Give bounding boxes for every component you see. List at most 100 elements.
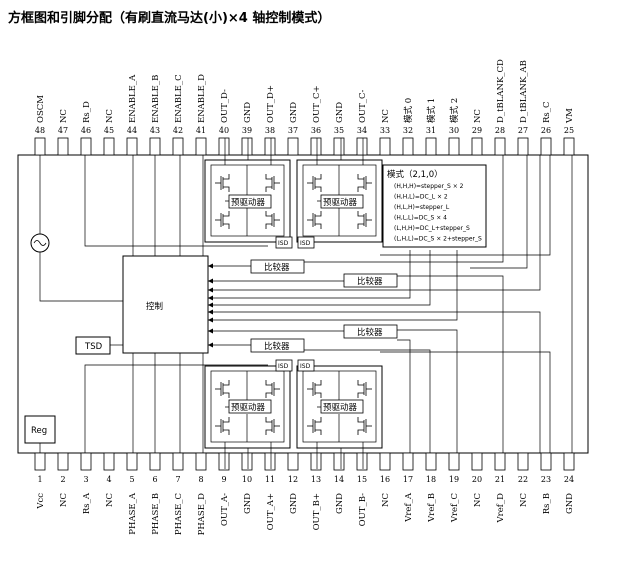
mosfet-symbol: [307, 380, 322, 398]
control-block: [122, 255, 209, 354]
pin-name: GND: [243, 493, 253, 514]
upper-bridge-c-outer: [296, 159, 383, 243]
pin-number: 23: [541, 475, 551, 484]
predriver-a-label: 预驱动器: [231, 402, 266, 413]
mosfet-symbol: [265, 380, 280, 398]
pin-number: 5: [129, 475, 134, 484]
pin-name: Vref_C: [450, 493, 460, 523]
diagram-title: 方框图和引脚分配（有刷直流马达(小)×4 轴控制模式）: [8, 10, 330, 26]
pin-number: 29: [472, 126, 482, 135]
pin-name: NC: [473, 109, 483, 123]
upper-bridge-d-inner: [210, 164, 285, 237]
pin-number: 2: [60, 475, 65, 484]
pin-number: 16: [380, 475, 390, 484]
pin-number: 47: [58, 126, 68, 135]
chip-body: [17, 154, 589, 454]
tsd-block: [75, 336, 111, 355]
pin-number: 7: [175, 475, 180, 484]
pin-number: 26: [541, 126, 551, 135]
pin-name: D_tBLANK_CD: [496, 59, 506, 123]
isd-upper-left: [275, 236, 293, 249]
mosfet-symbol: [307, 174, 322, 192]
pin-name: ENABLE_B: [151, 75, 161, 123]
mosfet-symbol: [357, 211, 372, 229]
pin-name: PHASE_D: [197, 493, 207, 536]
pin-lead: [103, 452, 115, 471]
isd-lower-left: [275, 359, 293, 372]
predriver-c: [320, 194, 364, 209]
pin-lead: [517, 452, 529, 471]
mosfet-symbol: [215, 211, 230, 229]
isd-upper-right-label: ISD: [300, 240, 311, 247]
pin-number: 9: [221, 475, 226, 484]
oscillator-wave: [33, 240, 47, 246]
pin-lead: [264, 452, 276, 471]
pin-lead: [80, 452, 92, 471]
pin-lead: [448, 452, 460, 471]
pin-number: 31: [426, 126, 436, 135]
isd-lower-left-label: ISD: [278, 363, 289, 370]
comparator-c: [343, 273, 398, 288]
reg-label: Reg: [31, 426, 47, 436]
pin-number: 41: [196, 126, 206, 135]
pin-name: OUT_B+: [312, 493, 322, 530]
mosfet-symbol: [215, 174, 230, 192]
pin-name: 模式 2: [449, 98, 460, 123]
pin-name: Vcc: [36, 493, 46, 510]
mode-row: (H,H,L)=DC_L × 2: [394, 194, 448, 201]
pin-name: GND: [289, 493, 299, 514]
output-wires: [224, 138, 364, 469]
mode-table-rows: (H,H,H)=stepper_S × 2(H,H,L)=DC_L × 2(H,…: [394, 183, 482, 243]
pin-name: Rs_D: [82, 101, 92, 123]
pin-lead: [34, 137, 46, 156]
pin-lead: [241, 452, 253, 471]
comparator-a: [250, 338, 305, 353]
pin-lead: [540, 137, 552, 156]
pin-lead: [402, 452, 414, 471]
mosfet-symbol: [357, 380, 372, 398]
predriver-d: [228, 194, 272, 209]
pin-name: GND: [565, 493, 575, 514]
pin-number: 35: [334, 126, 344, 135]
pin-name: Vref_A: [404, 492, 414, 523]
mosfet-symbol: [357, 174, 372, 192]
comparator-a-label: 比较器: [264, 341, 290, 352]
pin-name: Rs_A: [82, 492, 92, 514]
pin-number: 44: [127, 126, 137, 135]
pin-number: 12: [288, 475, 298, 484]
top-pin: 27D_tBLANK_AB: [517, 60, 529, 156]
pin-lead: [402, 137, 414, 156]
top-pins: 48OSCM47NC46Rs_D45NC44ENABLE_A43ENABLE_B…: [34, 59, 575, 156]
pin-name: NC: [519, 493, 529, 507]
pin-number: 37: [288, 126, 298, 135]
comparator-c-label: 比较器: [357, 276, 383, 287]
pin-lead: [310, 452, 322, 471]
pin-lead: [425, 452, 437, 471]
pin-lead: [333, 137, 345, 156]
comparator-d: [250, 259, 305, 274]
pin-number: 42: [173, 126, 183, 135]
comparator-b-label: 比较器: [357, 327, 383, 338]
pin-lead: [149, 137, 161, 156]
pin-lead: [126, 452, 138, 471]
control-input-arrows: [208, 155, 541, 453]
pin-number: 18: [426, 475, 436, 484]
pin-number: 34: [357, 126, 367, 135]
